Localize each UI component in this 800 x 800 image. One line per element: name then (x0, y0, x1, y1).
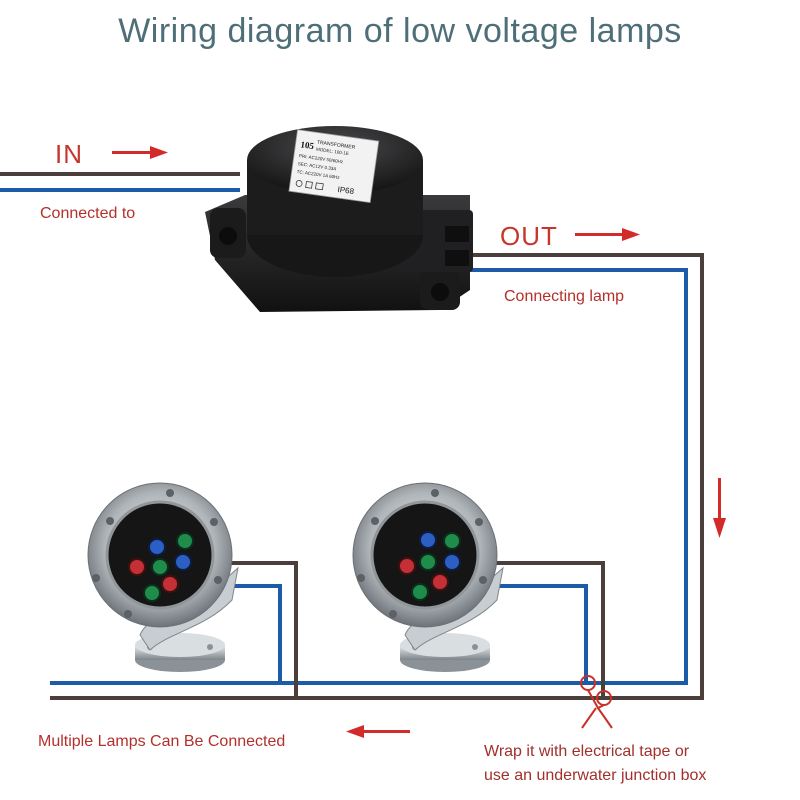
svg-text:MODEL: 100-1E: MODEL: 100-1E (316, 147, 349, 157)
svg-text:SEC: AC12V 0.33A: SEC: AC12V 0.33A (298, 161, 337, 171)
nameplate-ip: IP68 (337, 185, 355, 196)
in-label: IN (55, 139, 83, 169)
wrap-instruction: Wrap it with electrical tape or use an u… (484, 740, 706, 788)
svg-text:TC: AC220V 1A 60Hz: TC: AC220V 1A 60Hz (296, 169, 340, 180)
nameplate-brand: 105 (300, 139, 315, 151)
arrow-right-icon (575, 228, 640, 241)
input-wires (0, 172, 240, 192)
wrap-line-2: use an underwater junction box (484, 767, 707, 784)
junction-markers (580, 675, 613, 729)
transformer-nameplate: 105 TRANSFORMER MODEL: 100-1E PRI: AC220… (288, 129, 380, 203)
arrow-left-icon (346, 725, 410, 738)
lamp-2-wires (485, 561, 605, 698)
arrow-down-icon (713, 478, 726, 538)
svg-text:PRI: AC220V 50/60Hz: PRI: AC220V 50/60Hz (299, 153, 345, 164)
lamp-2 (352, 482, 504, 672)
connecting-lamp-label: Connecting lamp (504, 288, 625, 305)
transformer (205, 126, 473, 312)
out-label: OUT (500, 221, 558, 251)
svg-text:TRANSFORMER: TRANSFORMER (317, 140, 356, 151)
arrow-right-icon (112, 146, 168, 159)
output-wires (50, 253, 704, 700)
lamp-1 (87, 482, 239, 672)
wrap-line-1: Wrap it with electrical tape or (484, 743, 690, 760)
lamp-1-wires (220, 561, 298, 698)
page-title: Wiring diagram of low voltage lamps (118, 12, 682, 50)
multiple-lamps-label: Multiple Lamps Can Be Connected (38, 733, 286, 750)
connected-to-label: Connected to (40, 205, 136, 222)
